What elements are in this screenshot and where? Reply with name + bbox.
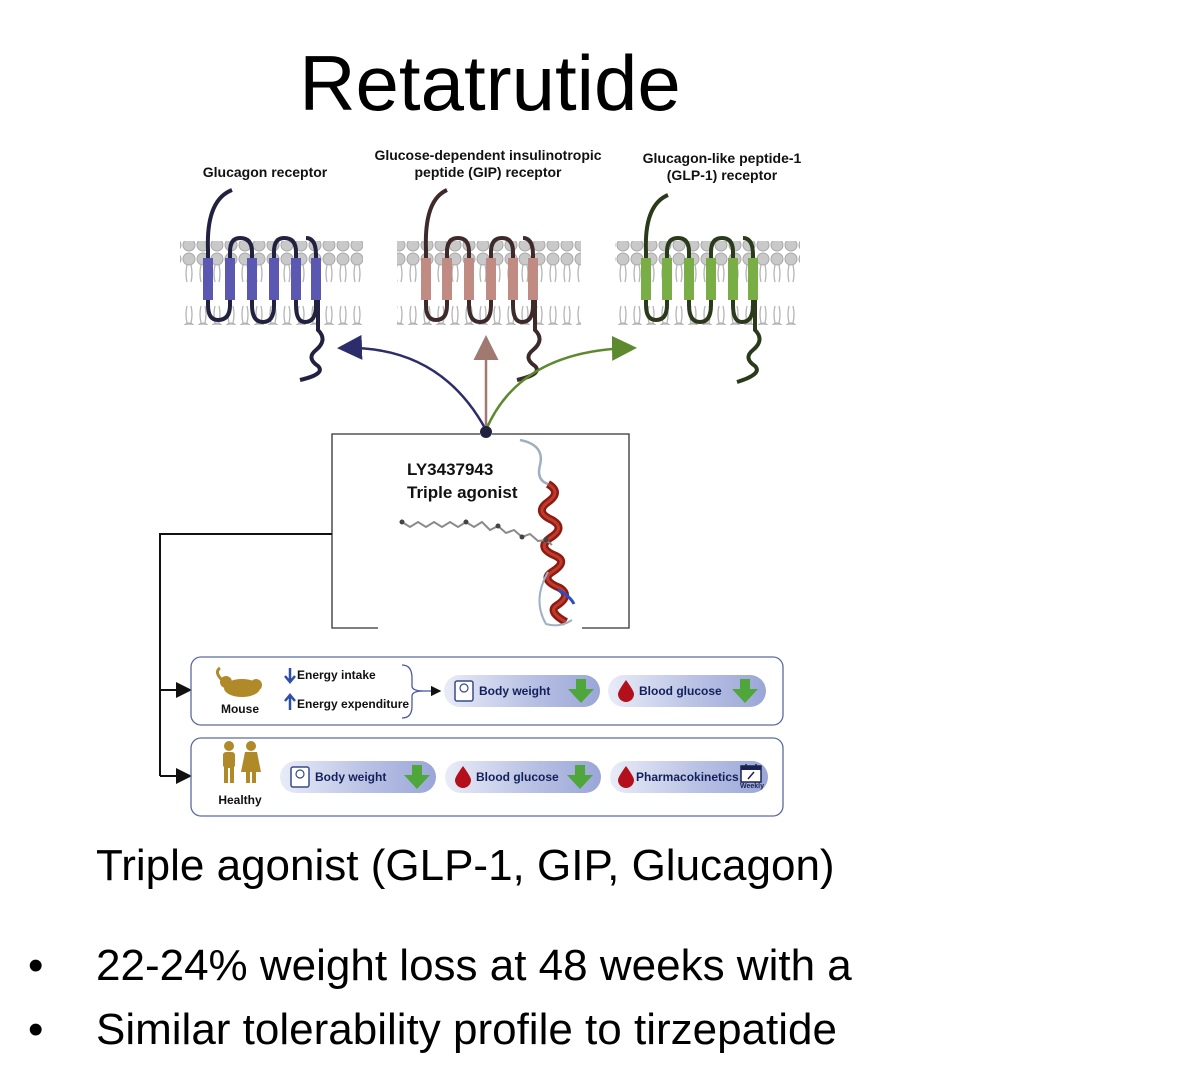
arrow-down-energy-intake: [284, 668, 296, 684]
fatty-acid-chain-icon: [399, 519, 553, 546]
energy-expenditure-label: Energy expenditure: [297, 697, 410, 711]
body-weight-text: Body weight: [479, 684, 551, 698]
bullet-dot: •: [28, 1005, 44, 1054]
bullet-dot: •: [28, 941, 44, 990]
blood-drop-icon: [618, 766, 634, 788]
slide-title: Retatrutide: [299, 39, 681, 127]
connector-to-rows: [159, 533, 332, 776]
gip-receptor-label: Glucose-dependent insulinotropic peptide…: [374, 147, 602, 180]
arrow-to-glp1: [484, 335, 637, 431]
healthy-pharmacokinetics-pill: Pharmacokinetics Weekly: [610, 761, 768, 793]
slide-subtitle: Triple agonist (GLP-1, GIP, Glucagon): [96, 841, 835, 890]
bullet-text: Similar tolerability profile to tirzepat…: [96, 1005, 837, 1054]
peptide-helix-icon: [519, 438, 576, 627]
glucagon-receptor-label: Glucagon receptor: [202, 164, 328, 180]
weekly-label: Weekly: [740, 783, 764, 790]
pharmacokinetics-text: Pharmacokinetics: [636, 770, 739, 784]
healthy-row-box: [190, 737, 784, 817]
healthy-body-weight-pill: Body weight: [280, 761, 436, 793]
arrow-up-energy-expenditure: [284, 693, 296, 710]
glp1-receptor-label: Glucagon-like peptide-1 (GLP-1) receptor: [642, 150, 802, 183]
healthy-blood-glucose-pill: Blood glucose: [445, 761, 601, 793]
mouse-row-box: [190, 656, 784, 726]
mouse-icon: [215, 666, 262, 697]
molecule-name: LY3437943: [407, 460, 494, 479]
green-down-arrow-icon: [567, 765, 593, 789]
arrow-to-glucagon: [337, 334, 488, 431]
body-weight-text: Body weight: [315, 770, 387, 784]
mouse-blood-glucose-pill: Blood glucose: [608, 675, 766, 707]
bullet-text: 22-24% weight loss at 48 weeks with a: [96, 941, 852, 990]
bullet-item: • Similar tolerability profile to tirzepa…: [28, 1002, 837, 1058]
mouse-row-label: Mouse: [220, 702, 259, 716]
scale-icon: [454, 680, 474, 702]
blood-drop-icon: [618, 680, 634, 702]
green-down-arrow-icon: [568, 679, 594, 703]
green-down-arrow-icon: [732, 679, 758, 703]
molecule-origin-dot: [480, 426, 492, 438]
blood-glucose-text: Blood glucose: [639, 684, 722, 698]
healthy-row-label: Healthy: [218, 793, 262, 807]
blood-drop-icon: [455, 766, 471, 788]
glp1-receptor-icon: [641, 193, 762, 384]
molecule-description: Triple agonist: [407, 483, 518, 502]
people-icon: [223, 741, 261, 783]
glucagon-receptor-icon: [203, 188, 325, 382]
green-down-arrow-icon: [404, 765, 430, 789]
calendar-icon: [740, 764, 762, 783]
molecule-box: [331, 433, 630, 629]
energy-intake-label: Energy intake: [297, 668, 376, 682]
bullet-item: • 22-24% weight loss at 48 weeks with a: [28, 938, 852, 994]
blood-glucose-text: Blood glucose: [476, 770, 559, 784]
mouse-body-weight-pill: Body weight: [444, 675, 600, 707]
scale-icon: [290, 766, 310, 788]
